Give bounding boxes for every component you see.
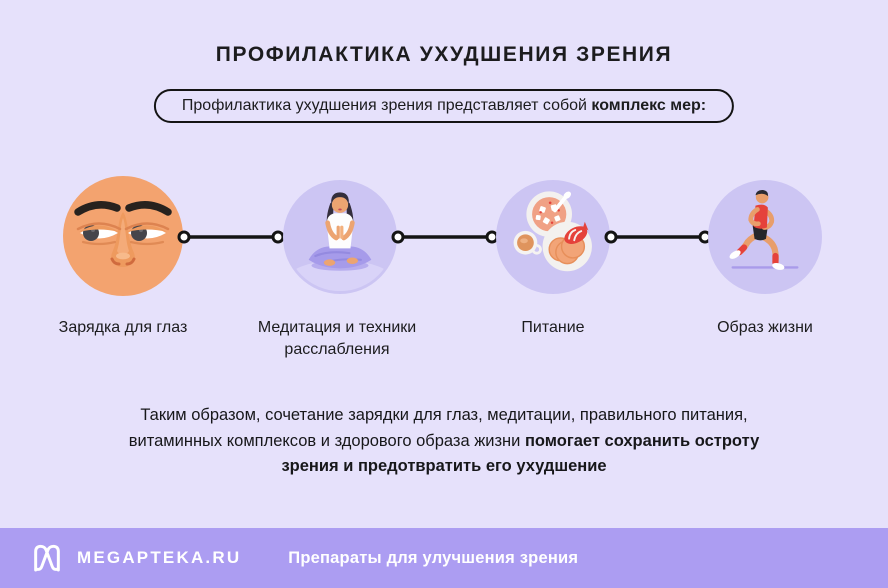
summary-text: Таким образом, сочетание зарядки для гла… bbox=[106, 403, 782, 480]
step-label-food: Питание bbox=[521, 319, 585, 336]
step-label-meditation: Медитация и техники расслабления bbox=[257, 319, 417, 359]
summary-text-bold: помогает сохранить остроту зрения и пред… bbox=[281, 431, 760, 476]
intro-pill: Профилактика ухудшения зрения представля… bbox=[153, 89, 735, 123]
step-circle-lifestyle bbox=[708, 180, 822, 294]
step-circle-eye-exercise bbox=[63, 176, 183, 296]
connector-line bbox=[604, 230, 712, 244]
intro-pill-text-bold: комплекс мер: bbox=[591, 97, 707, 114]
step-label-lifestyle: Образ жизни bbox=[717, 319, 813, 336]
connector-line bbox=[177, 230, 285, 244]
eye-exercise-illustration bbox=[63, 176, 183, 296]
intro-pill-text: Профилактика ухудшения зрения представля… bbox=[181, 97, 592, 114]
page-title: ПРОФИЛАКТИКА УХУДШЕНИЯ ЗРЕНИЯ bbox=[215, 43, 673, 66]
running-man-illustration bbox=[710, 182, 820, 292]
meditation-illustration bbox=[285, 182, 395, 292]
summary-text-regular: Таким образом, сочетание зарядки для гла… bbox=[128, 406, 748, 450]
megapteka-logo-icon bbox=[34, 544, 60, 572]
connector-line bbox=[391, 230, 499, 244]
step-circle-food bbox=[496, 180, 610, 294]
footer-tagline: Препараты для улучшения зрения bbox=[288, 548, 579, 567]
healthy-food-illustration bbox=[498, 182, 608, 292]
step-label-eye-exercise: Зарядка для глаз bbox=[58, 319, 188, 336]
step-circle-meditation bbox=[283, 180, 397, 294]
footer-bar: MEGAPTEKA.RU Препараты для улучшения зре… bbox=[0, 528, 888, 588]
footer-brand: MEGAPTEKA.RU bbox=[77, 548, 242, 567]
